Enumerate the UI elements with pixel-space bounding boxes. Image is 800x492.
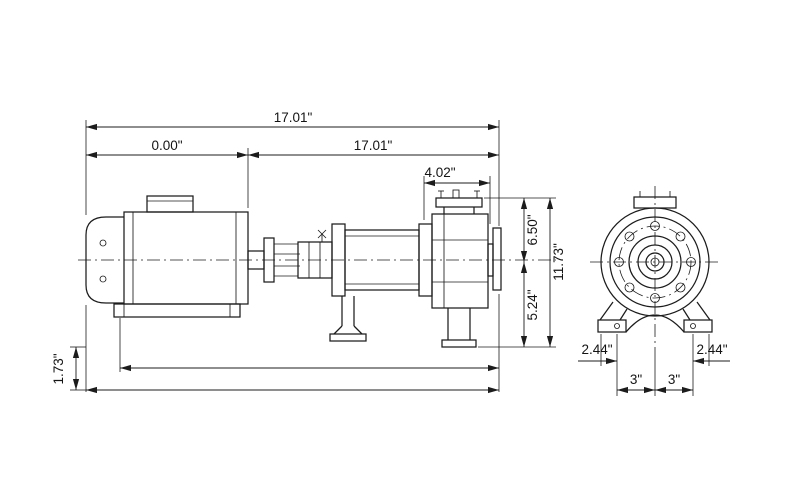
dim-center-to-base: 5.24" bbox=[525, 289, 540, 320]
dim-bolt-spacing-left: 3" bbox=[630, 372, 643, 387]
dim-foot-left: 2.44" bbox=[581, 342, 612, 357]
suction-flange bbox=[435, 197, 483, 208]
dim-head-length: 4.02" bbox=[424, 165, 455, 180]
dim-overall-length: 17.01" bbox=[274, 110, 313, 125]
side-view-support-bracket bbox=[329, 296, 367, 342]
dim-motor-offset: 0.00" bbox=[151, 138, 182, 153]
vent-fitting bbox=[452, 189, 460, 199]
dim-overall-height: 11.73" bbox=[551, 243, 566, 281]
side-view-pump-head bbox=[431, 189, 502, 348]
front-view-feet bbox=[597, 301, 713, 333]
extension-lines bbox=[70, 120, 710, 396]
dim-foot-right: 2.44" bbox=[696, 342, 727, 357]
dimension-lines bbox=[72, 123, 730, 394]
front-view-pump bbox=[590, 186, 722, 352]
dim-pump-length: 17.01" bbox=[354, 138, 393, 153]
side-view-coupling bbox=[247, 229, 333, 283]
discharge-flange bbox=[492, 227, 502, 291]
dim-center-to-suction-top: 6.50" bbox=[525, 214, 540, 245]
side-view-motor bbox=[85, 195, 249, 318]
dimension-labels: 17.01" 0.00" 17.01" 4.02" 6.50" 5.24" 11… bbox=[51, 110, 728, 387]
drain-flange bbox=[441, 339, 477, 348]
dim-bolt-spacing-right: 3" bbox=[668, 372, 681, 387]
dim-base-height: 1.73" bbox=[51, 353, 66, 384]
